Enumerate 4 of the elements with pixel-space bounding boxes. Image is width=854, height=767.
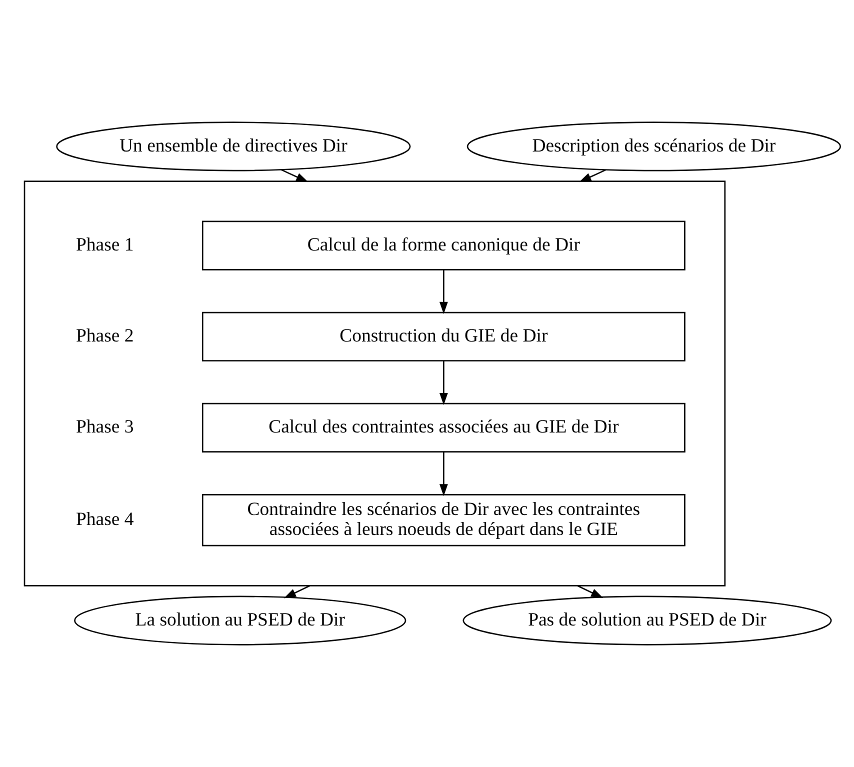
node-label: Phase 4 (76, 509, 134, 530)
node-label: Phase 1 (76, 234, 134, 256)
node-label: Phase 2 (76, 326, 134, 347)
node-label: Phase 3 (76, 416, 134, 438)
